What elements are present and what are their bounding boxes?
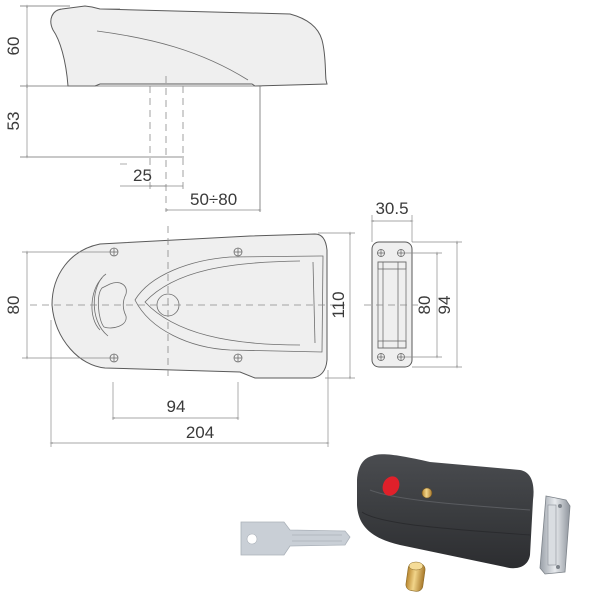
dim-projection-53: 53 (4, 112, 23, 131)
dim-keeper-width-30-5: 30.5 (375, 199, 408, 218)
lock-body-image (357, 454, 534, 569)
keeper-screw-holes (377, 249, 405, 361)
product-photo (240, 454, 571, 592)
dim-keeper-fixing-80: 80 (415, 296, 434, 315)
dim-fixing-width-94: 94 (167, 397, 186, 416)
keeper-plate (371, 241, 413, 368)
keeper-image (539, 495, 571, 575)
dim-keeper-total-94: 94 (435, 296, 454, 315)
front-view: 80 110 94 204 (4, 226, 355, 447)
lock-cylinder-face (421, 487, 433, 499)
key-image (240, 521, 351, 556)
keeper-view: 30.5 80 94 (364, 199, 462, 369)
side-profile-contour (96, 30, 249, 81)
side-view: 60 53 25 50÷80 (4, 4, 328, 212)
dim-cylinder-offset-25: 25 (133, 166, 152, 185)
release-button-outline (98, 282, 127, 329)
dim-total-width-204: 204 (186, 423, 214, 442)
dim-height-60: 60 (4, 37, 23, 56)
front-body-shape (51, 233, 328, 379)
dim-backset: 50÷80 (190, 190, 237, 209)
dim-total-height-110: 110 (329, 291, 348, 318)
side-profile-shape (50, 5, 328, 87)
release-button-red (382, 476, 400, 496)
dim-fixing-height-80: 80 (4, 296, 23, 315)
front-inner-teardrop (134, 255, 324, 353)
cylinder-image (405, 561, 426, 592)
